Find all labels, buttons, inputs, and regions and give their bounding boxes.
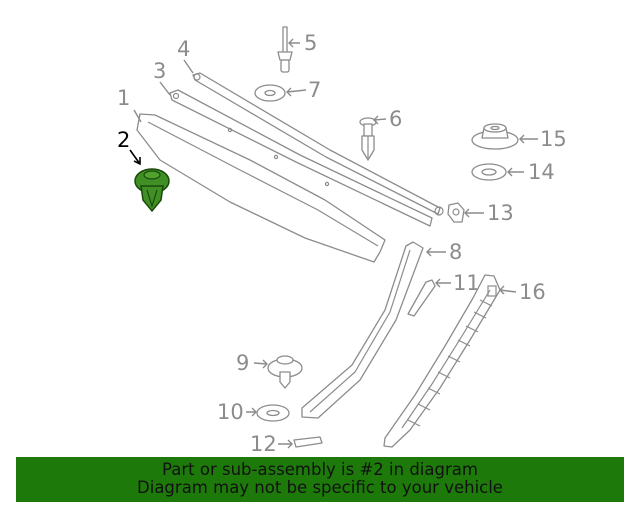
callout-9: 9 [236, 351, 249, 375]
banner-line-disclaimer: Diagram may not be specific to your vehi… [137, 478, 503, 497]
callout-14: 14 [528, 160, 555, 184]
callout-6: 6 [389, 107, 402, 131]
callout-16: 16 [519, 280, 546, 304]
part-3-molding-strip [169, 89, 433, 227]
part-5-bolt [277, 26, 293, 73]
part-2-push-clip-highlighted[interactable] [134, 168, 170, 213]
callout-3: 3 [153, 59, 166, 83]
parts-diagram: 1 2 3 4 5 6 7 8 9 10 11 12 13 14 15 16 [117, 26, 567, 456]
callout-1: 1 [117, 86, 130, 110]
part-11-small-strip [407, 279, 436, 317]
part-14-washer [471, 163, 507, 181]
callout-4: 4 [177, 37, 190, 61]
info-banner: Part or sub-assembly is #2 in diagram Di… [16, 457, 624, 502]
callout-5: 5 [304, 31, 317, 55]
callout-15: 15 [540, 127, 567, 151]
callout-12: 12 [250, 432, 277, 456]
part-13-clip [447, 202, 465, 223]
callout-8: 8 [449, 240, 462, 264]
callout-13: 13 [487, 201, 514, 225]
part-12-small-strip [293, 436, 323, 448]
part-8-pillar-molding [301, 241, 424, 419]
callout-10: 10 [217, 400, 244, 424]
part-15-flanged-nut [471, 123, 519, 150]
callout-2-highlighted: 2 [117, 128, 130, 152]
part-7-washer [254, 84, 286, 102]
callout-labels: 1 2 3 4 5 6 7 8 9 10 11 12 13 14 15 16 [117, 31, 567, 456]
part-4-upper-strip [192, 72, 444, 216]
leader-lines [129, 38, 538, 449]
callout-7: 7 [308, 78, 321, 102]
part-6-push-clip [359, 117, 377, 161]
callout-11: 11 [453, 271, 480, 295]
part-1-trim-panel [136, 113, 386, 263]
part-10-washer [256, 404, 290, 422]
part-9-clip [267, 355, 303, 389]
banner-line-part-number: Part or sub-assembly is #2 in diagram [162, 460, 478, 479]
